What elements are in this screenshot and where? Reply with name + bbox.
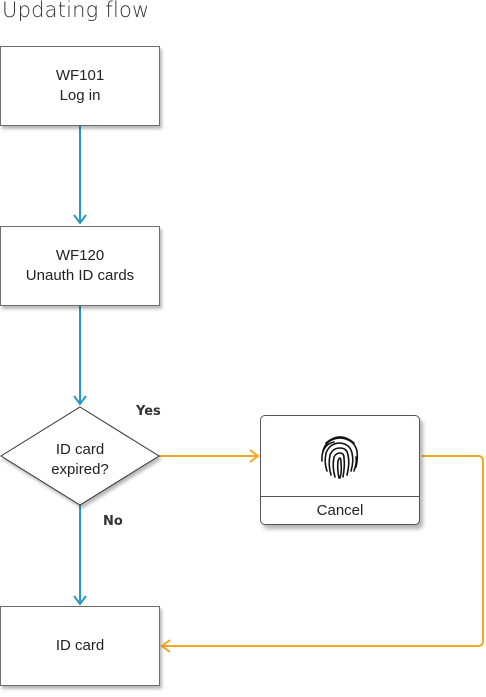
page-title: Updating flow [2,0,150,22]
decision-label: ID card expired? [30,440,130,480]
id-card-node: ID card [0,606,160,686]
unauth-node-id: WF120 [55,247,105,264]
orange-connector-dialog-to-idcard [160,455,484,653]
decision-label-line2: expired? [51,461,109,478]
blue-connector-decision-to-idcard [73,505,87,606]
decision-label-line1: ID card [55,441,105,458]
fingerprint-icon [321,436,359,479]
fingerprint-area[interactable] [261,416,419,496]
fingerprint-dialog: Cancel [260,415,420,525]
blue-connector-unauth-to-decision [73,305,87,406]
blue-connector-login-to-unauth [73,125,87,225]
login-node: WF101 Log in [0,46,160,126]
no-edge-label: No [103,514,123,529]
unauth-node-label: Unauth ID cards [25,267,135,284]
unauth-node: WF120 Unauth ID cards [0,226,160,306]
decision-diamond [0,406,160,506]
id-card-node-label: ID card [55,637,105,654]
login-node-id: WF101 [55,67,105,84]
login-node-label: Log in [59,87,101,104]
yes-edge-label: Yes [136,404,161,419]
orange-connector-decision-to-dialog [159,449,260,463]
dialog-divider [261,496,419,497]
cancel-button[interactable]: Cancel [316,502,364,519]
